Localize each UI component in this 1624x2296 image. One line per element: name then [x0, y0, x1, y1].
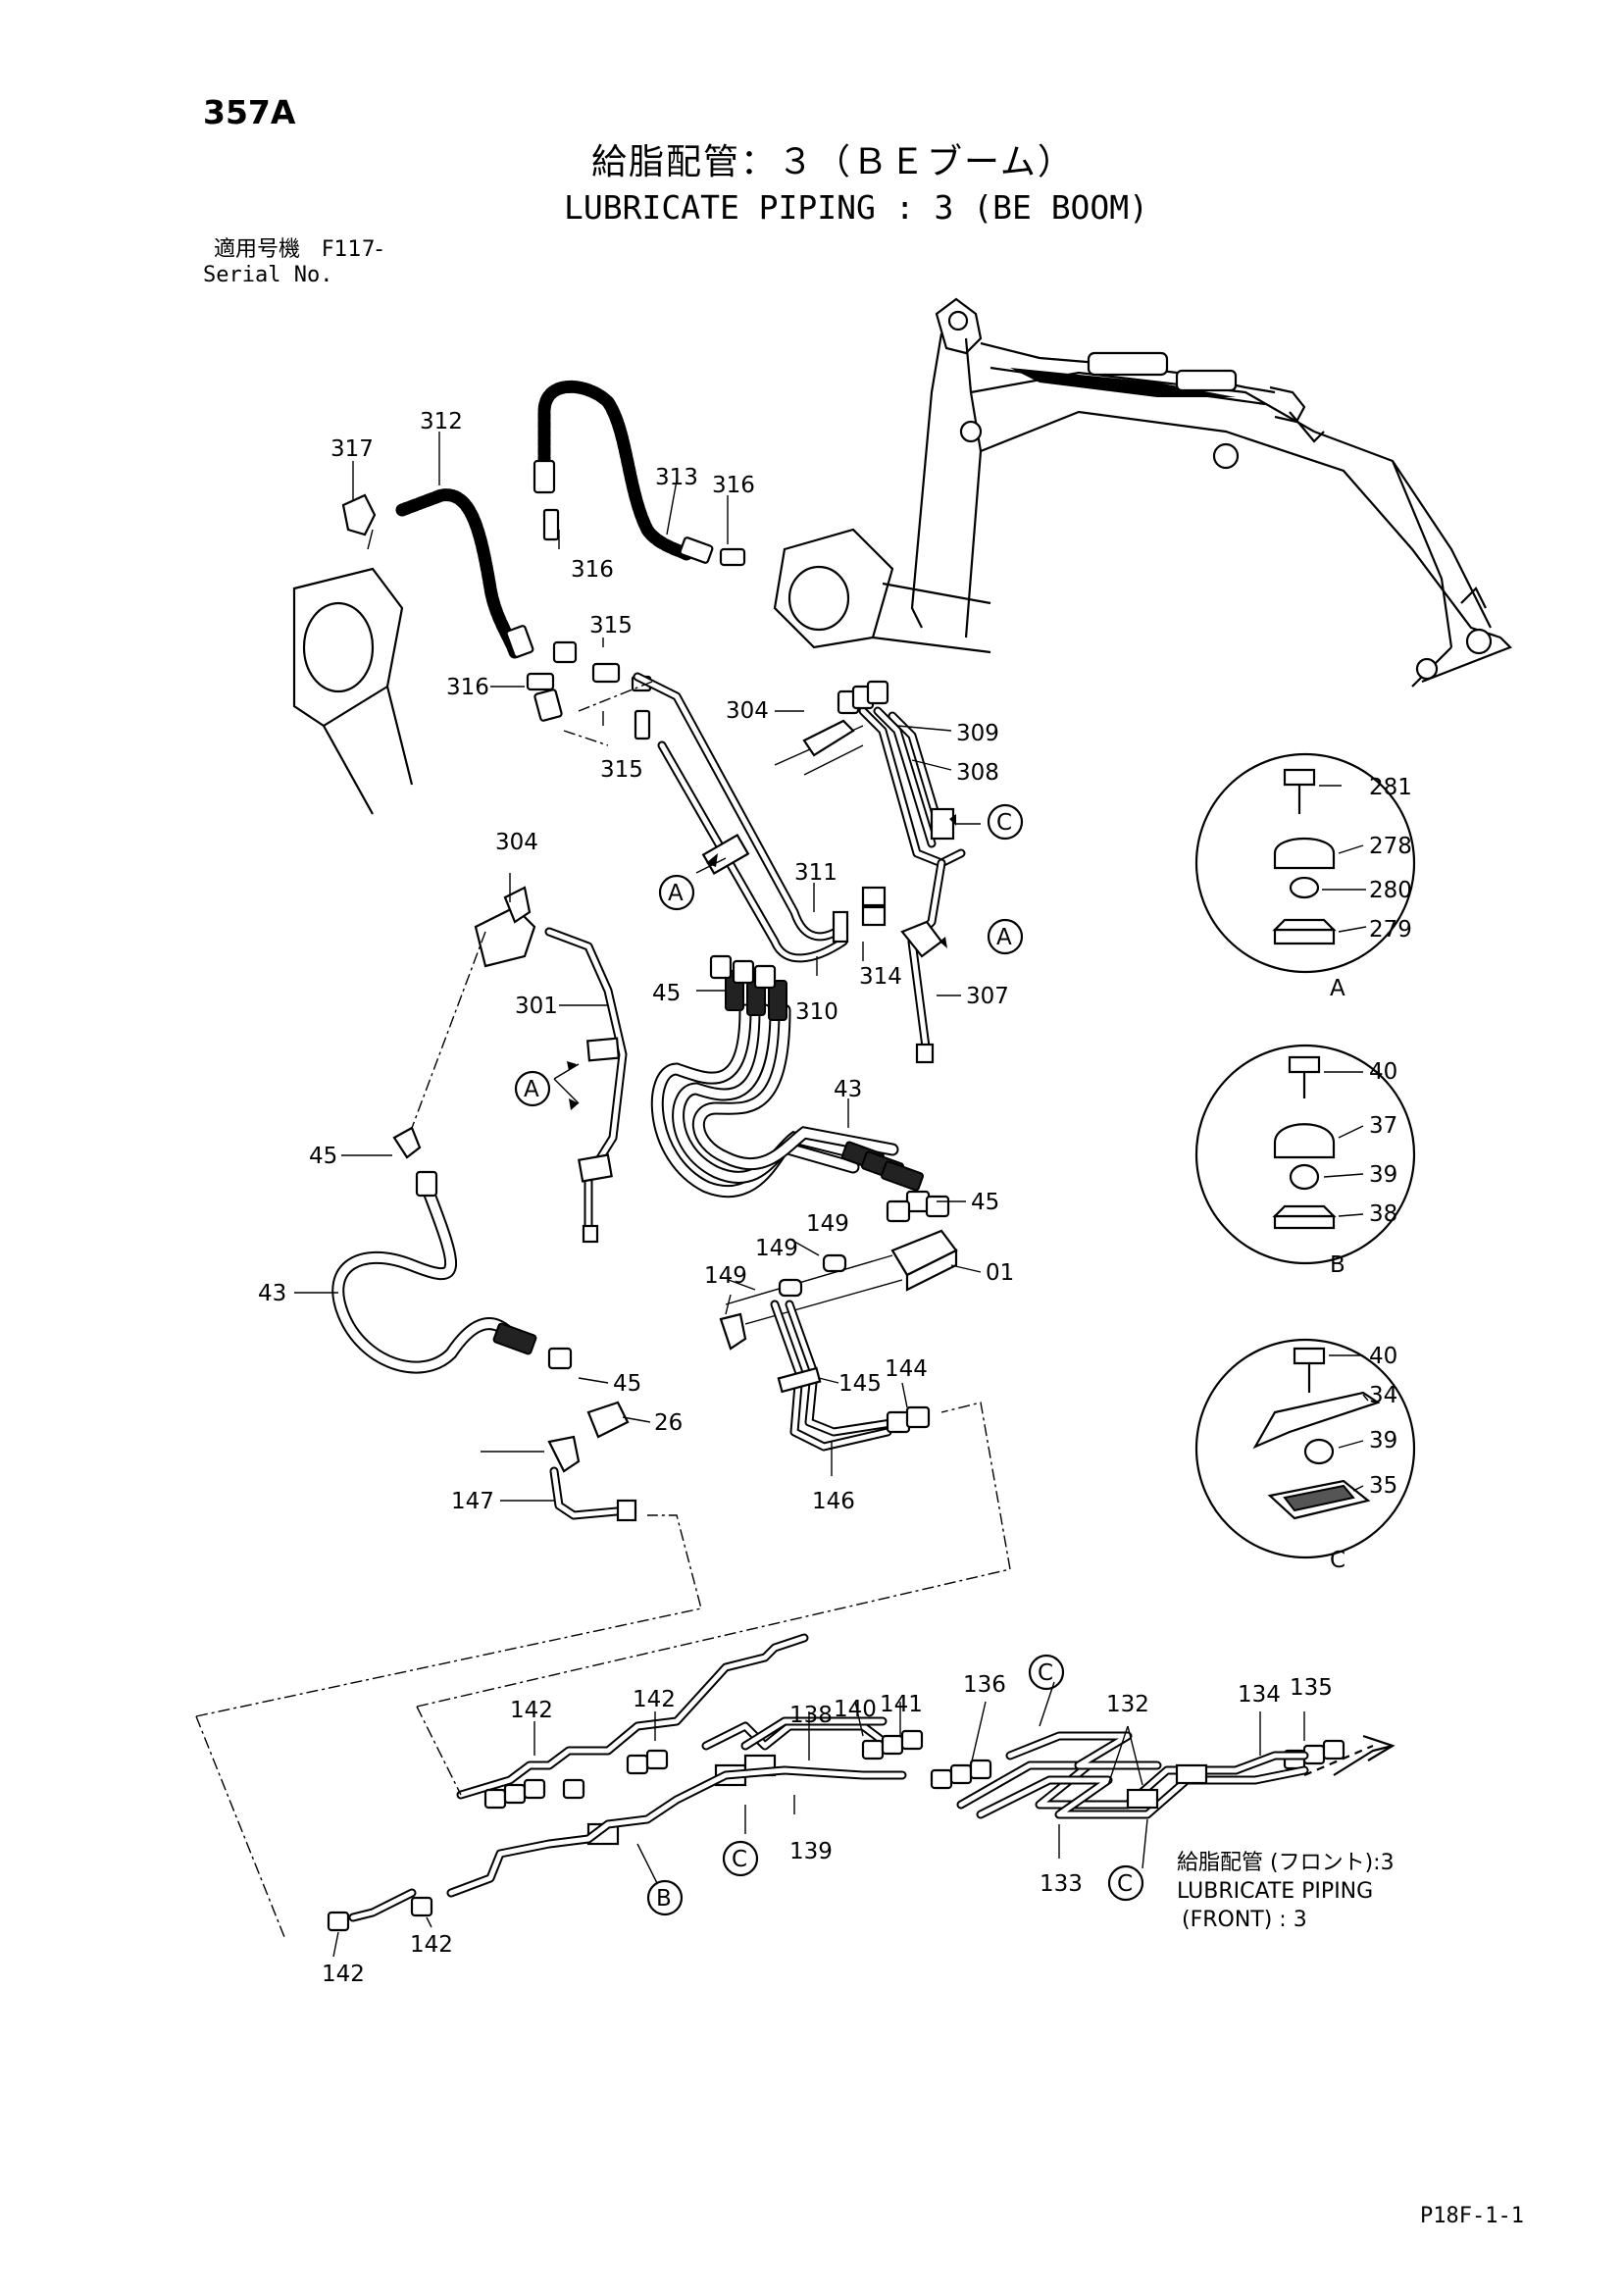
- clamp-ref-c: C: [1038, 1660, 1053, 1686]
- detail-circle-c: [1194, 1338, 1416, 1559]
- callout-304: 304: [495, 830, 538, 855]
- detail-circle-b: [1194, 1044, 1416, 1265]
- callout-316: 316: [712, 473, 755, 498]
- callout-135: 135: [1290, 1675, 1333, 1701]
- callout-142: 142: [322, 1962, 365, 1987]
- leader-lines: [294, 432, 1369, 1958]
- callout-labels: 317 312 313 316 316 315 316 315 304 309 …: [258, 409, 1412, 1987]
- clamp-arrows: [567, 814, 956, 1110]
- callout-45: 45: [971, 1190, 999, 1215]
- detail-b-part-40: 40: [1369, 1059, 1397, 1085]
- callout-311: 311: [794, 860, 837, 886]
- callout-314: 314: [859, 964, 902, 990]
- detail-b-part-39: 39: [1369, 1162, 1397, 1188]
- pipe-301: [474, 886, 628, 1244]
- front-piping-note-line-1: LUBRICATE PIPING: [1177, 1879, 1374, 1904]
- callout-310: 310: [795, 999, 838, 1025]
- hose-312: [395, 488, 534, 659]
- callout-146: 146: [812, 1489, 855, 1514]
- callout-149: 149: [755, 1236, 798, 1261]
- detail-b-letter: B: [1330, 1252, 1345, 1278]
- boom-illustration: [910, 297, 1512, 688]
- callout-43: 43: [834, 1077, 862, 1102]
- detail-c-part-40: 40: [1369, 1344, 1397, 1369]
- callout-45: 45: [652, 981, 681, 1006]
- callout-307: 307: [966, 984, 1009, 1009]
- callout-133: 133: [1040, 1871, 1083, 1897]
- callout-315: 315: [600, 757, 643, 783]
- front-piping: [327, 1633, 1396, 1932]
- clamp-ref-a: A: [524, 1077, 539, 1102]
- pipes-upper-right: [633, 672, 966, 1064]
- clamp-ref-c: C: [1117, 1871, 1133, 1897]
- detail-b-part-37: 37: [1369, 1113, 1397, 1139]
- clamp-ref-a: A: [668, 881, 684, 906]
- front-piping-note-line-2: (FRONT) : 3: [1182, 1908, 1307, 1932]
- callout-136: 136: [963, 1672, 1006, 1698]
- callout-308: 308: [956, 760, 999, 786]
- callout-138: 138: [789, 1703, 833, 1728]
- callout-147: 147: [451, 1489, 494, 1514]
- clamp-ref-c: C: [996, 810, 1012, 836]
- connection-lines: [195, 529, 1011, 1938]
- hose-bundle-43: [650, 954, 950, 1223]
- clamp-references: A A A C C B C C: [514, 803, 1144, 1916]
- detail-a-letter: A: [1330, 976, 1345, 1001]
- detail-c-part-35: 35: [1369, 1473, 1397, 1499]
- detail-c-part-39: 39: [1369, 1428, 1397, 1454]
- page-number: 357A: [203, 93, 296, 131]
- callout-317: 317: [330, 436, 374, 462]
- page-footer-code: P18F-1-1: [1420, 2204, 1524, 2228]
- detail-a-part-278: 278: [1369, 834, 1412, 859]
- callout-304: 304: [726, 698, 769, 724]
- serial-label-japanese: 適用号機 F117-: [214, 237, 383, 262]
- detail-circle-a: [1194, 752, 1416, 974]
- callout-142: 142: [410, 1932, 453, 1958]
- page-title-japanese: 給脂配管：３（ＢＥブーム）: [591, 142, 1075, 182]
- distribution-block: [719, 1229, 958, 1452]
- callout-132: 132: [1106, 1692, 1149, 1717]
- callout-145: 145: [838, 1371, 882, 1397]
- callout-134: 134: [1238, 1682, 1281, 1708]
- clamp-ref-a: A: [996, 925, 1012, 950]
- detail-a-part-279: 279: [1369, 917, 1412, 943]
- callout-149: 149: [704, 1263, 747, 1289]
- detail-a-part-281: 281: [1369, 775, 1412, 800]
- callout-140: 140: [834, 1697, 877, 1722]
- callout-309: 309: [956, 721, 999, 746]
- hose-313: [533, 380, 714, 564]
- cylinder-right: [773, 528, 991, 654]
- callout-43: 43: [258, 1281, 286, 1306]
- callout-139: 139: [789, 1839, 833, 1864]
- detail-c-part-34: 34: [1369, 1383, 1397, 1408]
- callout-301: 301: [515, 994, 558, 1019]
- cylinder-left: [292, 567, 414, 815]
- callout-316: 316: [571, 557, 614, 583]
- pipe-147: [547, 1401, 637, 1522]
- callout-316: 316: [446, 675, 489, 700]
- callout-312: 312: [420, 409, 463, 434]
- callout-315: 315: [589, 613, 633, 638]
- callout-142: 142: [510, 1698, 553, 1723]
- callout-149: 149: [806, 1211, 849, 1237]
- callout-144: 144: [885, 1356, 928, 1382]
- clamp-ref-c: C: [732, 1847, 747, 1872]
- detail-b-part-38: 38: [1369, 1201, 1397, 1227]
- callout-141: 141: [880, 1692, 923, 1717]
- callout-01: 01: [986, 1260, 1014, 1286]
- clamp-ref-b: B: [656, 1886, 672, 1912]
- callout-45: 45: [613, 1371, 641, 1397]
- callout-142: 142: [633, 1687, 676, 1712]
- detail-a-part-280: 280: [1369, 878, 1412, 903]
- serial-label: Serial No.: [203, 263, 333, 287]
- detail-c-letter: C: [1330, 1548, 1345, 1573]
- front-piping-note-japanese: 給脂配管 (フロント):3: [1177, 1851, 1395, 1875]
- callout-45: 45: [309, 1144, 337, 1169]
- page-title: LUBRICATE PIPING : 3 (BE BOOM): [564, 188, 1149, 227]
- callout-26: 26: [654, 1410, 683, 1436]
- callout-313: 313: [655, 465, 698, 490]
- hose-43-left: [331, 1126, 573, 1374]
